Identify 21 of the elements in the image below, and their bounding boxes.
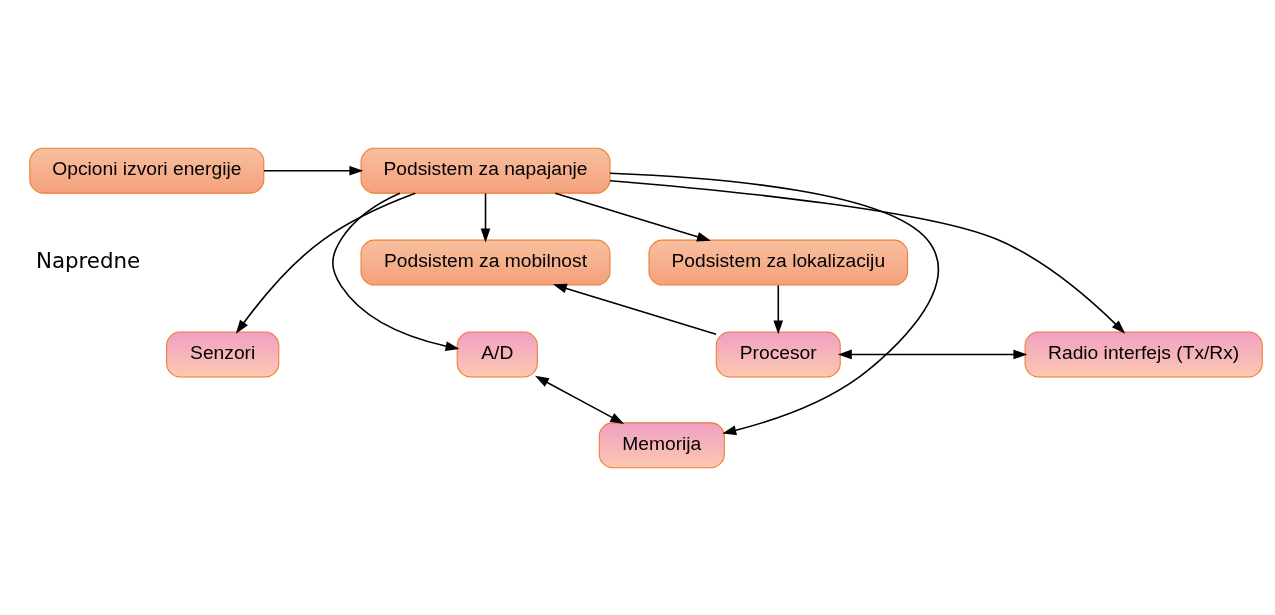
arrow [552,283,717,335]
arrow [534,375,625,424]
node-box: Senzori [166,331,280,377]
arrow [480,192,491,242]
node-box: Memorija [598,421,725,468]
node-box: Radio interfejs (Tx/Rx) [1024,331,1263,377]
arrow [263,165,364,176]
node-box: Podsistem za lokalizaciju [648,239,909,286]
arrow [609,172,939,435]
arrow [609,179,1126,334]
node-box: A/D [456,331,538,377]
label: Napredne [35,247,141,273]
arrow [837,349,1028,359]
node-box: Podsistem za napajanje [360,147,611,194]
node-box: Opcioni izvori energije [29,147,265,194]
arrow [554,191,711,241]
arrow [331,191,460,351]
arrow [773,284,784,334]
arrow [235,191,417,334]
node-box: Procesor [715,331,841,377]
node-box: Podsistem za mobilnost [360,239,611,286]
